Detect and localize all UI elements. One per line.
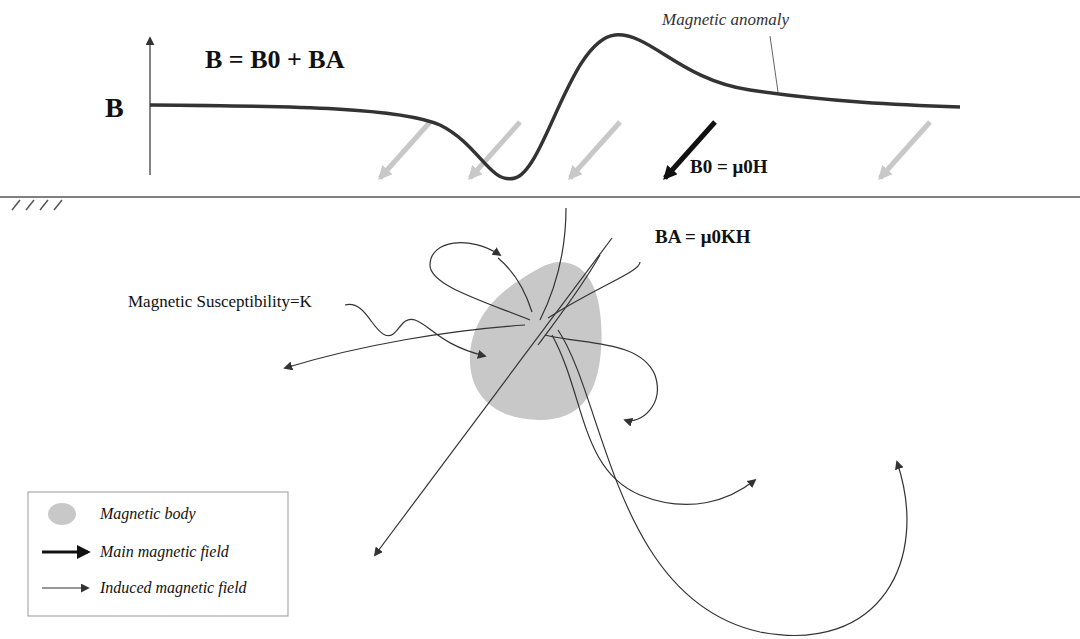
legend-sample-induced xyxy=(42,587,88,588)
anomaly-label: Magnetic anomaly xyxy=(662,10,789,30)
field-arrows xyxy=(380,122,930,178)
leader-line xyxy=(345,304,485,356)
legend-sample-main xyxy=(42,551,88,554)
induced-field-lines xyxy=(285,208,907,635)
legend-text: Magnetic body xyxy=(100,505,196,523)
legend-text: Induced magnetic field xyxy=(100,579,247,597)
legend-swatch xyxy=(48,503,76,525)
legend-box xyxy=(28,492,288,616)
leader-line xyxy=(770,36,778,92)
formula-label: BA = μ0KH xyxy=(655,226,751,248)
formula-label: B = B0 + BA xyxy=(205,45,344,75)
legend-text: Main magnetic field xyxy=(100,543,229,561)
axis-label: B xyxy=(105,92,124,124)
ground-hatch xyxy=(12,200,62,210)
callout-label: Magnetic Susceptibility=K xyxy=(128,292,312,312)
formula-label: B0 = μ0H xyxy=(690,156,768,178)
ground-line xyxy=(0,196,1080,198)
anomaly-curve xyxy=(150,35,960,179)
